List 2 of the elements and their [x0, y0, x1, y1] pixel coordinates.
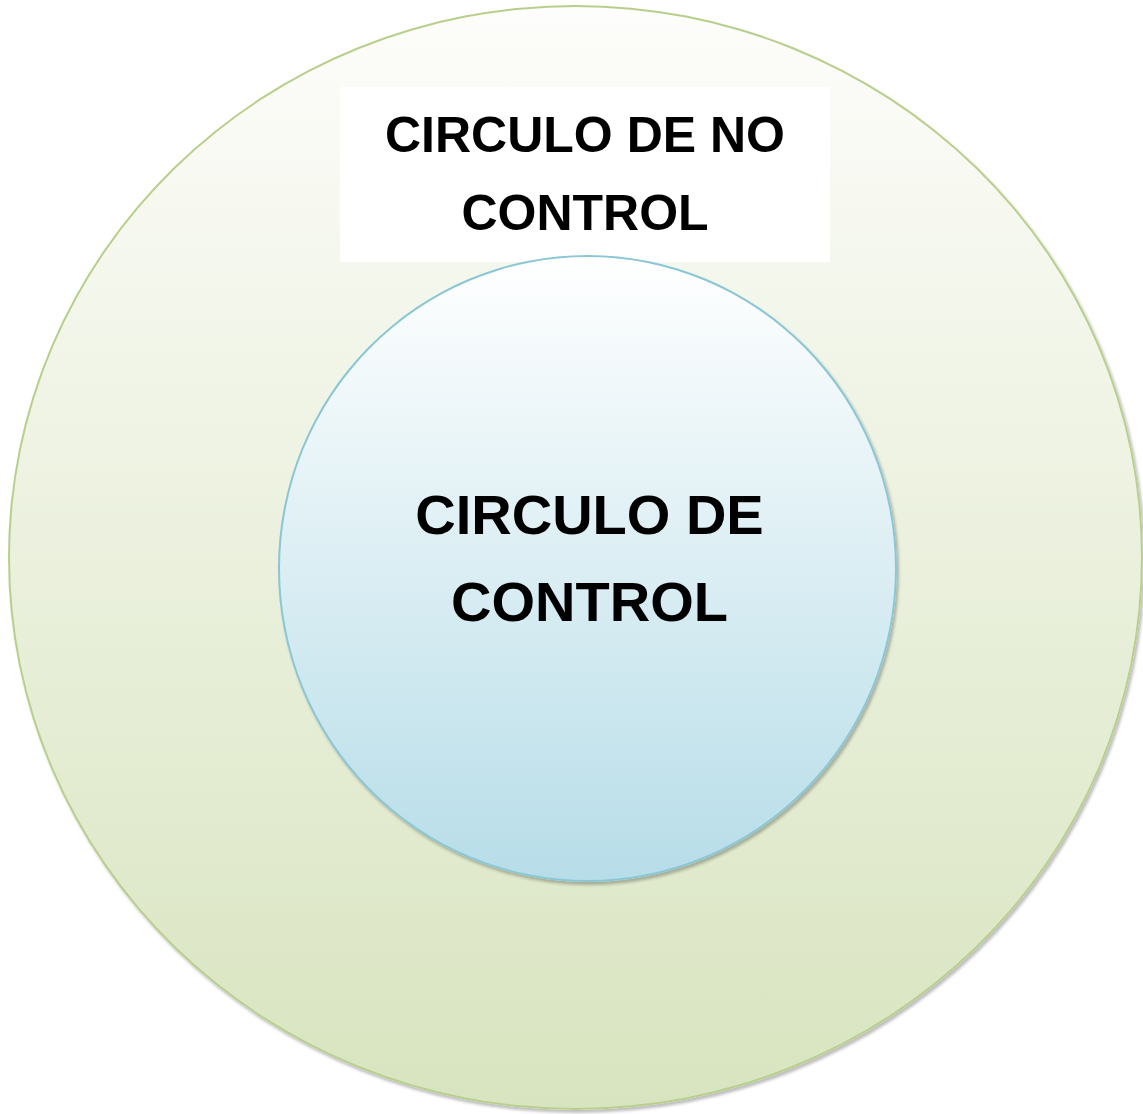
circle-label: CIRCULO DE NO CONTROL — [340, 87, 830, 262]
circle-label: CIRCULO DE CONTROL — [414, 482, 765, 635]
